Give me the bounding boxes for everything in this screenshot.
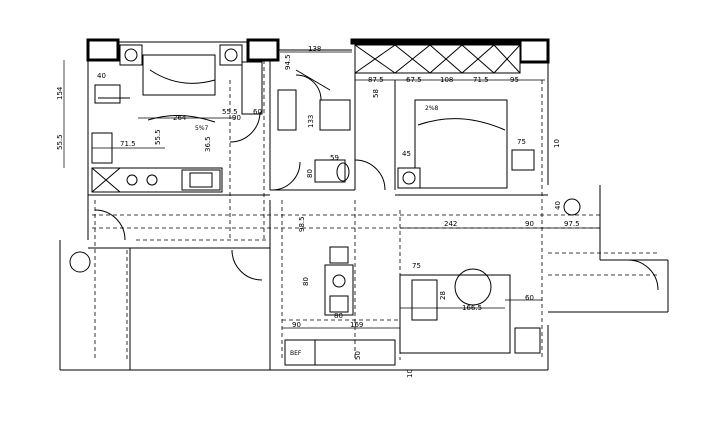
chair-left [94, 84, 121, 104]
dim-80-a: 80 [306, 169, 314, 178]
dim-166-5: 166.5 [462, 304, 482, 312]
bed-right [414, 99, 508, 189]
dim-94-5: 94.5 [284, 54, 292, 70]
dim-133: 133 [307, 115, 315, 128]
left-bedroom [91, 44, 263, 164]
dim-169: 169 [350, 321, 363, 329]
dim-36-5: 36.5 [204, 136, 212, 152]
dim-154: 154 [56, 86, 64, 100]
dim-80-c: 80 [334, 312, 343, 320]
dim-40-b: 40 [554, 201, 562, 210]
oven-label: BEF [290, 350, 302, 357]
dim-50: 50 [354, 351, 362, 360]
dim-40: 40 [97, 72, 106, 80]
room-right-area-label: 2%8 [425, 105, 439, 112]
dim-98-5: 98.5 [298, 216, 306, 232]
dim-60-b: 60 [525, 294, 534, 302]
nightstand-right-room [397, 167, 421, 189]
room-left-area-label: 5%7 [195, 125, 209, 132]
kitchen [91, 167, 223, 193]
nightstand-right [219, 44, 243, 66]
dim-264: 264 [173, 114, 187, 122]
dim-60: 60 [253, 108, 262, 116]
dining [324, 246, 354, 316]
dim-87-5: 87.5 [368, 76, 384, 84]
plant-icon [563, 198, 581, 216]
sink [319, 99, 351, 131]
dim-10-a: 10 [553, 139, 561, 148]
doors [94, 74, 659, 291]
dim-45: 45 [402, 150, 411, 158]
dim-58: 58 [372, 89, 380, 98]
dim-108: 108 [440, 76, 453, 84]
dim-10-b: 10 [406, 369, 414, 378]
dim-71-5-b: 71.5 [120, 140, 136, 148]
interior-walls [88, 60, 548, 370]
dim-55-5-c: 55.5 [154, 129, 162, 145]
dim-28: 28 [439, 291, 447, 300]
toilet [336, 162, 350, 182]
dim-95: 95 [510, 76, 519, 84]
outer-walls [59, 38, 669, 371]
dim-97-5: 97.5 [564, 220, 580, 228]
dim-90-b: 90 [525, 220, 534, 228]
dim-75-a: 75 [517, 138, 526, 146]
right-bedroom [354, 44, 535, 189]
dim-67-5: 67.5 [406, 76, 422, 84]
wardrobe-left [241, 61, 263, 115]
dim-80-b: 80 [302, 277, 310, 286]
bed-left [142, 54, 216, 96]
dim-59: 59 [330, 154, 339, 162]
nightstand-left [119, 44, 143, 66]
living-room [284, 268, 541, 366]
dim-71-5: 71.5 [473, 76, 489, 84]
dim-242: 242 [444, 220, 457, 228]
plant-icon [69, 251, 91, 273]
dim-55-5-a: 55.5 [222, 108, 238, 116]
bathroom [277, 69, 351, 183]
dim-55-5-b: 55.5 [56, 134, 64, 150]
dim-138: 138 [308, 45, 321, 53]
chair-right [511, 149, 535, 171]
plants [69, 198, 581, 273]
dim-90-a: 90 [232, 114, 241, 122]
dim-90-c: 90 [292, 321, 301, 329]
dimension-labels: 138 94.5 87.5 67.5 108 71.5 95 154 40 26… [56, 45, 580, 378]
room-labels: 5%7 2%8 BEF [195, 105, 439, 357]
dim-75-b: 75 [412, 262, 421, 270]
dashed-guides [92, 60, 660, 360]
coffee-table [454, 268, 492, 306]
oven [284, 339, 316, 366]
wardrobe-right [354, 44, 521, 74]
dimension-lines [63, 51, 600, 329]
